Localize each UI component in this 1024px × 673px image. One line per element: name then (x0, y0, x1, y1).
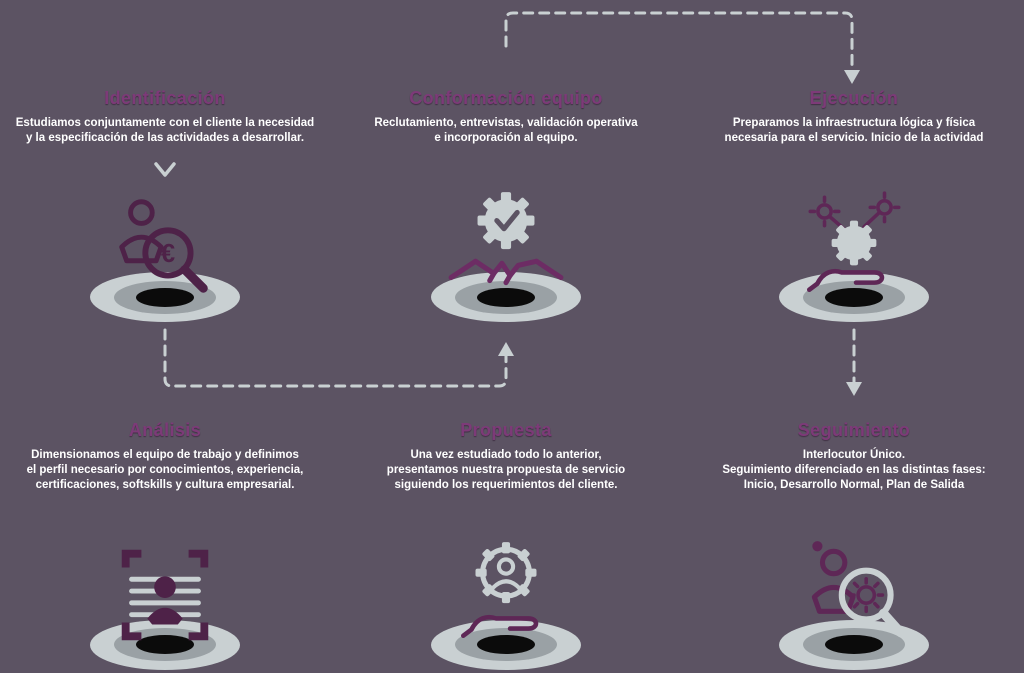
step-title: Identificación (104, 88, 226, 108)
profile-scan-icon (121, 549, 209, 640)
handshake-icon (448, 259, 564, 286)
gear-icon (477, 192, 535, 250)
icon-stage (684, 150, 1024, 328)
connector-top (504, 11, 854, 72)
step-title: Seguimiento (797, 420, 911, 440)
person-icon (147, 575, 183, 625)
platform-ellipse (90, 272, 240, 323)
arrowhead-down-icon (846, 382, 862, 396)
check-icon (494, 210, 520, 232)
platform-ellipse (431, 619, 581, 670)
arrowhead-down-icon (844, 70, 860, 84)
step-analisis: Análisis Dimensionamos el equipo de trab… (0, 420, 335, 673)
step-seguimiento: Seguimiento Interlocutor Único. Seguimie… (684, 420, 1024, 673)
platform-ellipse (779, 272, 929, 323)
step-ejecucion: Ejecución Preparamos la infraestructura … (684, 88, 1024, 328)
person-magnifier-euro-icon: € (119, 199, 208, 294)
step-title: Conformación equipo (409, 88, 603, 108)
hand-gear-network-icon (806, 191, 901, 293)
step-description: Dimensionamos el equipo de trabajo y def… (26, 449, 304, 492)
gear-check-handshake-icon (448, 192, 564, 286)
step-description: Reclutamiento, entrevistas, validación o… (374, 117, 638, 145)
step-identificacion: Identificación Estudiamos conjuntamente … (0, 88, 335, 328)
icon-stage (336, 150, 676, 328)
icon-stage (336, 498, 676, 673)
icon-stage (684, 498, 1024, 673)
node-dot-icon (812, 540, 823, 551)
step-title: Propuesta (460, 420, 552, 440)
step-title: Análisis (128, 420, 202, 440)
hand-icon (806, 269, 885, 293)
scan-frame-icon (121, 549, 209, 640)
step-description: Estudiamos conjuntamente con el cliente … (15, 117, 315, 145)
hand-icon (461, 614, 539, 638)
icon-stage: € (0, 150, 335, 328)
arrowhead-up-icon (498, 342, 514, 356)
icon-stage (0, 498, 335, 673)
connector-middle (163, 328, 508, 388)
step-propuesta: Propuesta Una vez estudiado todo lo ante… (336, 420, 676, 673)
gear-icon (831, 220, 877, 266)
step-title: Ejecución (809, 88, 899, 108)
platform-ellipse (90, 619, 240, 670)
step-conformacion-equipo: Conformación equipo Reclutamiento, entre… (336, 88, 676, 328)
magnifier-icon (142, 227, 208, 294)
platform-ellipse (431, 272, 581, 323)
gear-in-lens-icon (848, 576, 885, 613)
magnifier-icon (838, 567, 906, 637)
person-in-gear-icon (490, 556, 522, 590)
step-description: Una vez estudiado todo lo anterior, pres… (386, 449, 626, 492)
platform-ellipse (779, 619, 929, 670)
step-description: Preparamos la infraestructura lógica y f… (724, 117, 984, 145)
euro-symbol: € (161, 240, 175, 268)
person-magnifier-gear-icon (811, 540, 906, 637)
gear-person-hand-icon (461, 541, 539, 638)
step-description: Interlocutor Único. Seguimiento diferenc… (722, 449, 986, 492)
